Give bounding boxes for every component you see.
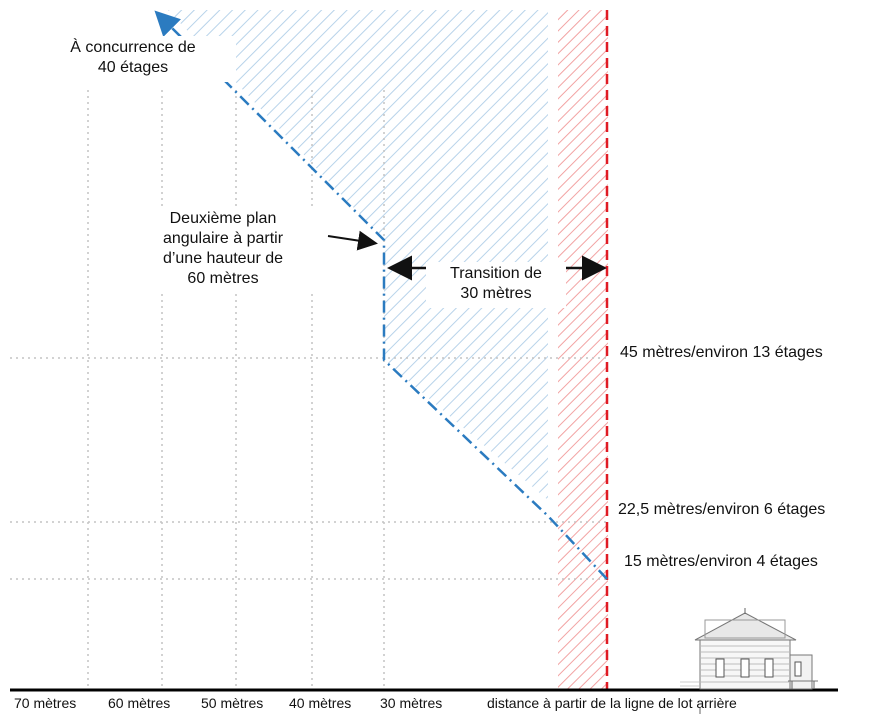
axis-tick-70m: 70 mètres [14, 695, 77, 711]
height-label-45m: 45 mètres/environ 13 étages [620, 344, 823, 361]
second-plane-annotation-line-1: Deuxième plan [169, 210, 277, 227]
height-label-22-5m: 22,5 mètres/environ 6 étages [618, 501, 826, 518]
red-hatched-transition-zone [558, 10, 608, 690]
axis-tick-60m: 60 mètres [108, 695, 171, 711]
second-plane-annotation: Deuxième plan angulaire à partir d’une h… [126, 206, 320, 293]
second-plane-annotation-line-4: 60 mètres [187, 270, 259, 287]
angular-plane-profile [154, 10, 608, 580]
vertical-gridlines [87, 90, 385, 690]
second-plane-arrow [327, 230, 378, 251]
axis-caption: distance à partir de la ligne de lot arr… [487, 695, 737, 711]
axis-tick-50m: 50 mètres [201, 695, 264, 711]
height-label-15m: 15 mètres/environ 4 étages [624, 553, 818, 570]
transition-annotation-line-1: Transition de [450, 265, 542, 282]
transition-annotation: Transition de 30 mètres [426, 262, 566, 308]
second-plane-annotation-line-2: angulaire à partir [162, 230, 284, 247]
transition-annotation-line-2: 30 mètres [460, 285, 532, 302]
house-icon [680, 608, 818, 714]
axis-tick-40m: 40 mètres [289, 695, 352, 711]
axis-tick-30m: 30 mètres [380, 695, 443, 711]
top-annotation-line-2: 40 étages [97, 59, 169, 76]
second-plane-annotation-line-3: d’une hauteur de [162, 250, 284, 267]
blue-hatched-area [168, 10, 548, 500]
top-annotation: À concurrence de 40 étages [30, 36, 236, 82]
top-annotation-line-1: À concurrence de [70, 39, 196, 56]
